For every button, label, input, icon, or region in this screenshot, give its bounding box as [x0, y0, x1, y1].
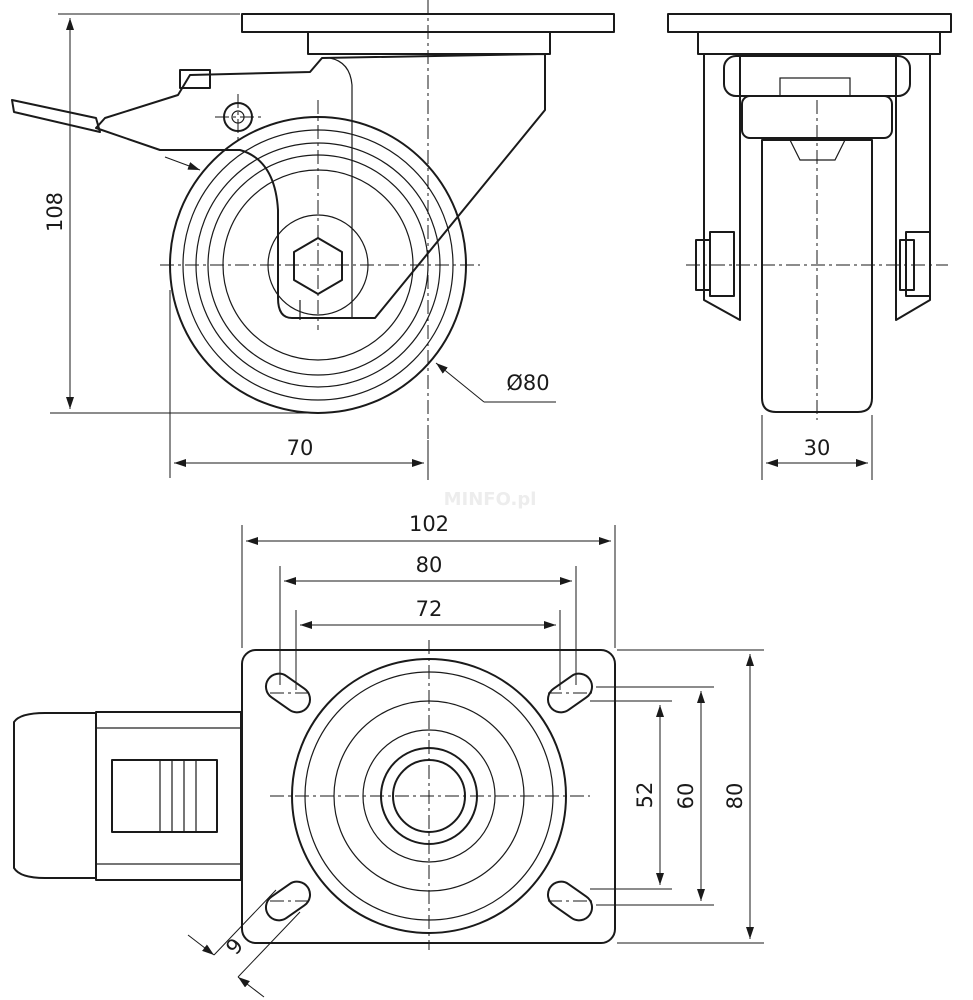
front-view: 30 [667, 13, 952, 480]
mounting-slots [264, 672, 594, 922]
front-view-wheel [761, 139, 873, 413]
dim-offset: 70 [287, 436, 314, 460]
dim-hole-spacing-outer: 80 [416, 553, 443, 577]
dim-wheel-diameter: Ø80 [506, 371, 549, 395]
top-view: 102 80 72 52 60 80 9 [13, 512, 764, 998]
dim-hole-spacing-inner: 72 [416, 597, 443, 621]
dim-height-total: 108 [43, 192, 67, 232]
dim-plate-width: 102 [409, 512, 449, 536]
dim-wheel-width: 30 [804, 436, 831, 460]
side-view: 108 70 Ø80 [11, 0, 615, 480]
dim-slot-spacing-outer: 60 [674, 783, 698, 810]
dim-plate-length: 80 [723, 783, 747, 810]
dim-slot-spacing-inner: 52 [633, 782, 657, 809]
watermark: MINFO.pl [444, 489, 537, 510]
